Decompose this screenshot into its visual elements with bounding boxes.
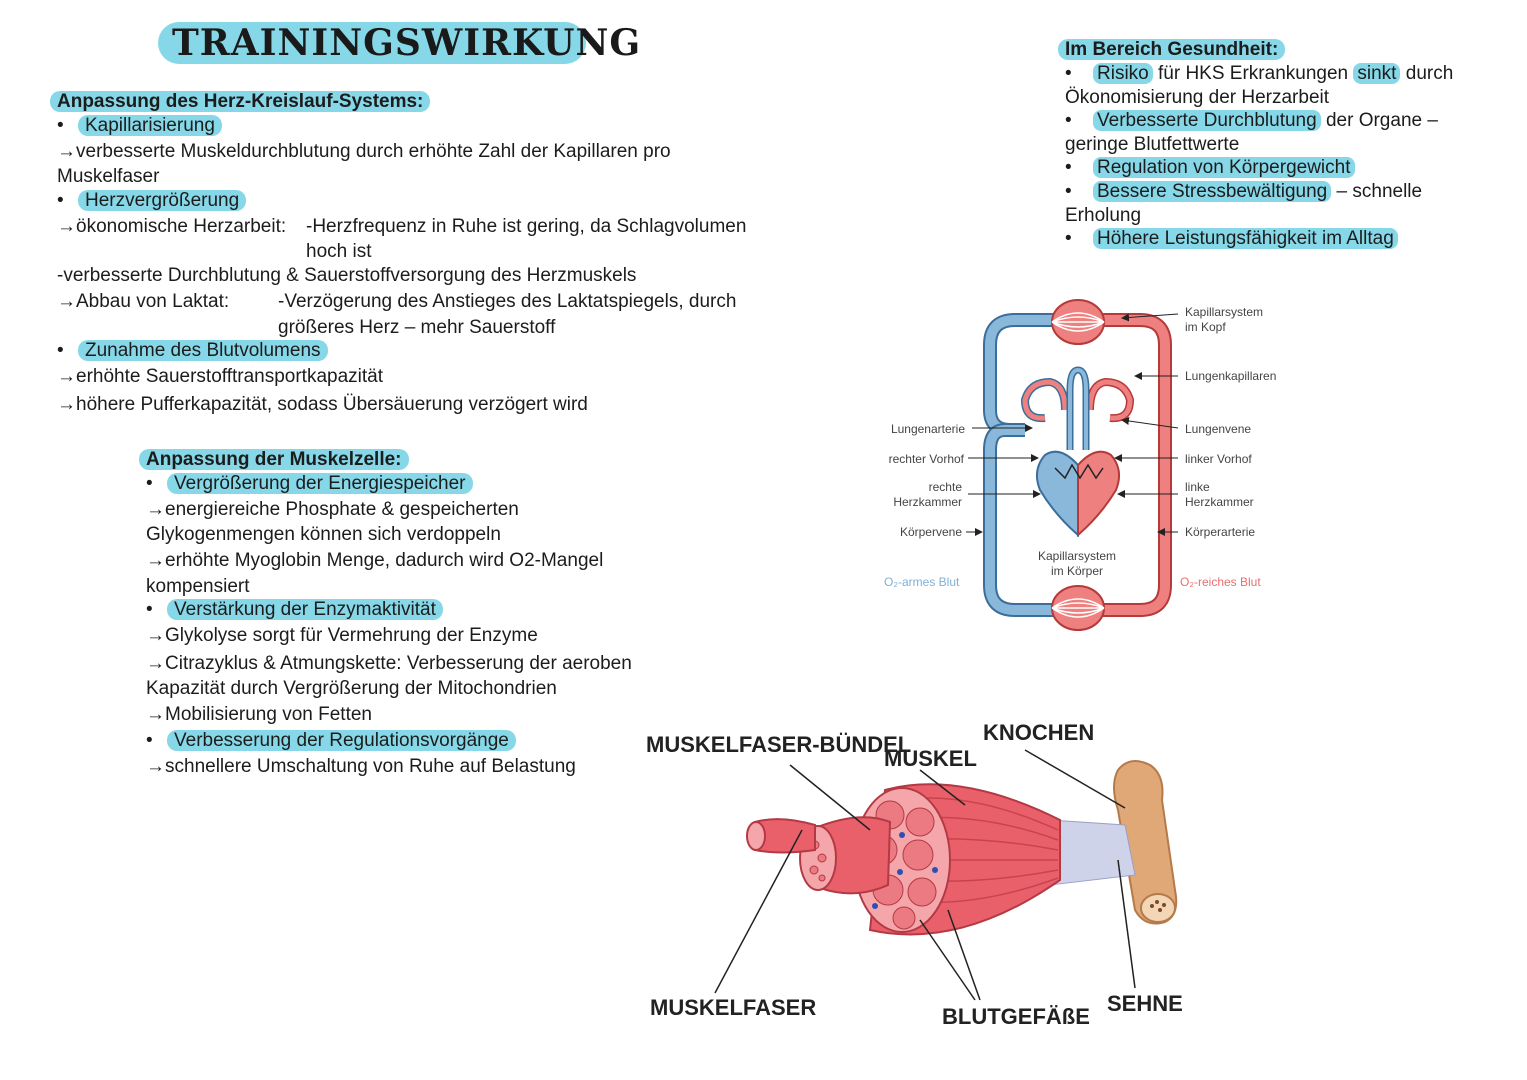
single-fiber [746,818,816,854]
muscle-striations [899,797,1059,904]
label-rechte: rechte [929,480,963,494]
muskel-line-3: →erhöhte Myoglobin Menge, dadurch wird O… [146,550,604,571]
muskel-line-8: →Mobilisierung von Fetten [146,704,372,725]
gesundheit-item-2: •Verbesserte Durchblutung der Organe – [1065,110,1438,131]
muskel-heading: Anpassung der Muskelzelle: [139,448,409,472]
head-capillaries [1051,299,1105,345]
artery [1085,315,1170,615]
muskel-line-4: kompensiert [146,576,250,597]
muskel-line-9: →schnellere Umschaltung von Ruhe auf Bel… [146,756,576,777]
label-herzkammer-rechts: Herzkammer [893,495,962,509]
gesundheit-item-3: •Regulation von Körpergewicht [1065,156,1355,180]
label-muskelfaser: MUSKELFASER [650,995,816,1020]
herz-line-6b: -Verzögerung des Anstieges des Laktatspi… [278,291,737,312]
lung-loop-right [1087,379,1133,421]
herz-line-1: →verbesserte Muskeldurchblutung durch er… [57,141,671,162]
herz-line-8: →erhöhte Sauerstofftransportkapazität [57,366,384,387]
label-kopf: Kapillarsystem [1185,305,1263,319]
label-koerpervene: Körpervene [900,525,962,539]
herz-line-6a: →Abbau von Laktat: [57,291,230,312]
gesundheit-item-4: •Bessere Stressbewältigung – schnelle [1065,181,1423,202]
page-title: TRAININGSWIRKUNG [172,22,642,64]
label-koerperarterie: Körperarterie [1185,525,1255,539]
muskel-bullet-1: •Vergrößerung der Energiespeicher [146,472,473,496]
label-linke: linke [1185,480,1210,494]
label-kopf-2: im Kopf [1185,320,1226,334]
label-lungenvene: Lungenvene [1185,422,1251,436]
aorta-outline [1066,366,1090,450]
aorta [1068,367,1088,450]
label-o2-reich: O₂-reiches Blut [1180,575,1261,589]
pointer-knochen [1024,749,1126,809]
pointer-muskelfaser [714,829,803,994]
gesundheit-heading: Im Bereich Gesundheit: [1058,38,1286,62]
herz-heading: Anpassung des Herz-Kreislauf-Systems: [50,90,431,114]
label-linker-vorhof: linker Vorhof [1185,452,1252,466]
herz-line-3b: -Herzfrequenz in Ruhe ist gering, da Sch… [306,216,747,237]
label-rechter-vorhof: rechter Vorhof [889,452,965,466]
gesundheit-item-1: •Risiko für HKS Erkrankungen sinkt durch [1065,63,1454,84]
herz-bullet-2: •Herzvergrößerung [57,189,247,213]
herz-line-4: hoch ist [306,241,372,262]
label-herzkammer-links: Herzkammer [1185,495,1254,509]
herz-bullet-1: •Kapillarisierung [57,114,222,138]
title-highlight [158,22,586,64]
muskel-line-6: →Citrazyklus & Atmungskette: Verbesserun… [146,653,632,674]
gesundheit-item-5: •Höhere Leistungsfähigkeit im Alltag [1065,227,1398,251]
label-blutgefaesse: BLUTGEFÄßE [942,1004,1090,1029]
herz-line-7: größeres Herz – mehr Sauerstoff [278,317,556,338]
muskel-line-7: Kapazität durch Vergrößerung der Mitocho… [146,678,557,699]
heart-valves [1054,463,1104,480]
herz-line-3a: →ökonomische Herzarbeit: [57,216,287,237]
bone-illustration [1113,760,1178,925]
pointer-blutgefaesse-1 [919,919,976,1001]
label-koerper: Kapillarsystem [1038,549,1116,563]
label-koerper-2: im Körper [1051,564,1103,578]
pointer-muskel [919,769,966,806]
label-o2-arm: O₂-armes Blut [884,575,960,589]
label-lungenarterie: Lungenarterie [891,422,965,436]
gesundheit-item-2-cont: geringe Blutfettwerte [1065,134,1240,155]
tendon-illustration [1049,819,1136,886]
herz-line-5: -verbesserte Durchblutung & Sauerstoffve… [57,265,637,286]
circulation-diagram: Kapillarsystem im Kopf Lungenkapillaren … [884,299,1276,631]
label-knochen: KNOCHEN [983,720,1094,745]
muskel-line-2: Glykogenmengen können sich verdoppeln [146,524,501,545]
muskel-line-1: →energiereiche Phosphate & gespeicherten [146,499,519,520]
pointer-blutgefaesse-2 [947,909,981,1001]
pointer-buendel [789,764,871,831]
vein-bottom [985,425,1070,615]
herz-line-2: Muskelfaser [57,166,160,187]
muskel-bullet-2: •Verstärkung der Enzymaktivität [146,598,443,622]
gesundheit-item-4-cont: Erholung [1065,205,1142,226]
muskel-line-5: →Glykolyse sorgt für Vermehrung der Enzy… [146,625,538,646]
label-muskel: MUSKEL [884,746,977,771]
muscle-diagram: MUSKELFASER-BÜNDEL MUSKEL KNOCHEN MUSKEL… [646,720,1183,1029]
body-capillaries [1051,585,1105,631]
pointer-sehne [1117,859,1136,989]
gesundheit-item-1-cont: Ökonomisierung der Herzarbeit [1065,87,1330,108]
muskel-bullet-3: •Verbesserung der Regulationsvorgänge [146,729,516,753]
herz-bullet-3: •Zunahme des Blutvolumens [57,339,328,363]
label-lungenkapillaren: Lungenkapillaren [1185,369,1276,383]
lung-loop-left [1022,379,1068,421]
heart-left-side [1077,450,1121,538]
herz-line-9: →höhere Pufferkapazität, sodass Übersäue… [57,394,588,415]
label-sehne: SEHNE [1107,991,1183,1016]
label-muskelfaser-buendel: MUSKELFASER-BÜNDEL [646,732,911,757]
